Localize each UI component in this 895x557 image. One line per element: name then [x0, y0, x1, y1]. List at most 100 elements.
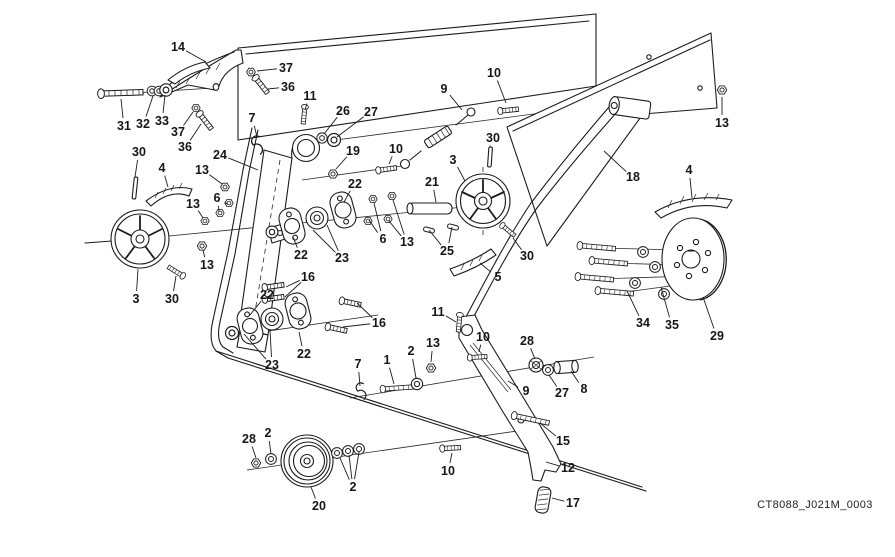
callout-label: 13 [426, 336, 440, 350]
callout-leader [326, 224, 339, 251]
callout-22: 22 [249, 288, 274, 316]
callout-label: 22 [294, 248, 308, 262]
callout-label: 21 [425, 175, 439, 189]
callout-13: 13 [200, 249, 214, 272]
callout-28: 28 [242, 432, 257, 459]
callout-leader [389, 367, 395, 385]
callout-label: 12 [561, 461, 575, 475]
callout-leader [539, 422, 557, 437]
callout-26: 26 [323, 104, 350, 135]
callout-6: 6 [368, 202, 387, 246]
callout-leader [251, 446, 257, 459]
callout-label: 13 [715, 116, 729, 130]
callout-label: 5 [495, 270, 502, 284]
frame-left [210, 127, 647, 492]
callout-5: 5 [479, 262, 502, 284]
callout-25: 25 [428, 226, 454, 258]
callout-label: 27 [364, 105, 378, 119]
callout-leader [228, 157, 259, 171]
callout-3: 3 [133, 268, 140, 306]
callout-label: 16 [301, 270, 315, 284]
callout-leader [217, 205, 220, 212]
callout-30: 30 [486, 131, 500, 148]
callout-label: 24 [213, 148, 227, 162]
callout-leader [457, 166, 466, 182]
callout-leader [507, 380, 519, 388]
callout-label: 7 [249, 111, 256, 125]
callout-leader [197, 210, 204, 219]
callout-label: 32 [136, 117, 150, 131]
pulley-20 [250, 434, 462, 488]
callout-10: 10 [487, 66, 507, 104]
callout-label: 18 [626, 170, 640, 184]
callout-22: 22 [297, 331, 311, 361]
callout-label: 14 [171, 40, 185, 54]
callout-28: 28 [520, 334, 536, 360]
callout-label: 13 [200, 258, 214, 272]
callout-leader [343, 190, 351, 203]
callout-label: 11 [431, 305, 444, 319]
callout-leader [348, 454, 353, 480]
callout-23: 23 [312, 224, 349, 265]
callout-leader [689, 177, 693, 199]
bearing-assembly-lower [224, 292, 363, 345]
callout-30: 30 [512, 237, 534, 263]
spacer-8 [553, 359, 579, 375]
callout-13: 13 [426, 336, 440, 363]
lever-12 [355, 311, 579, 514]
callout-label: 19 [346, 144, 360, 158]
callout-label: 30 [165, 292, 179, 306]
callout-2: 2 [408, 344, 417, 379]
guide-4-right [654, 192, 733, 219]
callout-4: 4 [159, 161, 169, 188]
callout-leader [430, 350, 433, 363]
callout-leader [545, 461, 560, 467]
callout-11: 11 [303, 89, 317, 111]
callout-4: 4 [686, 163, 693, 199]
callout-leader [428, 229, 442, 246]
callout-label: 36 [178, 140, 192, 154]
callout-label: 28 [520, 334, 534, 348]
callout-9: 9 [507, 380, 530, 398]
callout-label: 3 [133, 292, 140, 306]
callout-leader [120, 98, 124, 119]
callout-35: 35 [660, 286, 679, 332]
callout-leader [224, 201, 228, 205]
callout-leader [449, 452, 453, 464]
shaft-21 [363, 191, 460, 234]
callout-16: 16 [284, 270, 315, 298]
callout-36: 36 [178, 123, 202, 154]
callout-leader [342, 323, 371, 328]
callout-leader [356, 302, 373, 318]
drum-29 [574, 217, 727, 301]
callout-label: 10 [441, 464, 455, 478]
callout-label: 8 [581, 382, 588, 396]
callout-leader [339, 457, 350, 480]
callout-27: 27 [548, 374, 569, 400]
callout-label: 33 [155, 114, 169, 128]
callout-29: 29 [702, 296, 724, 343]
callout-30: 30 [132, 145, 146, 178]
callout-label: 30 [486, 131, 500, 145]
callout-leader [312, 229, 336, 253]
callout-34: 34 [626, 290, 650, 330]
callout-leader [268, 440, 272, 455]
callout-leader [134, 159, 139, 178]
callout-label: 2 [350, 480, 357, 494]
callout-label: 7 [355, 357, 362, 371]
callout-12: 12 [545, 461, 575, 475]
callout-leader [164, 175, 169, 188]
callout-1: 1 [384, 353, 395, 385]
side-plate-18 [458, 32, 718, 334]
callout-3: 3 [450, 153, 466, 182]
callout-7: 7 [355, 357, 362, 387]
callout-leader [445, 315, 457, 323]
callout-leader [551, 497, 565, 502]
callout-leader [310, 486, 316, 499]
callout-21: 21 [425, 175, 439, 203]
callout-leader [448, 226, 453, 244]
callout-label: 6 [380, 232, 387, 246]
callout-label: 30 [520, 249, 534, 263]
callout-27: 27 [336, 105, 378, 138]
callout-label: 31 [117, 119, 131, 133]
